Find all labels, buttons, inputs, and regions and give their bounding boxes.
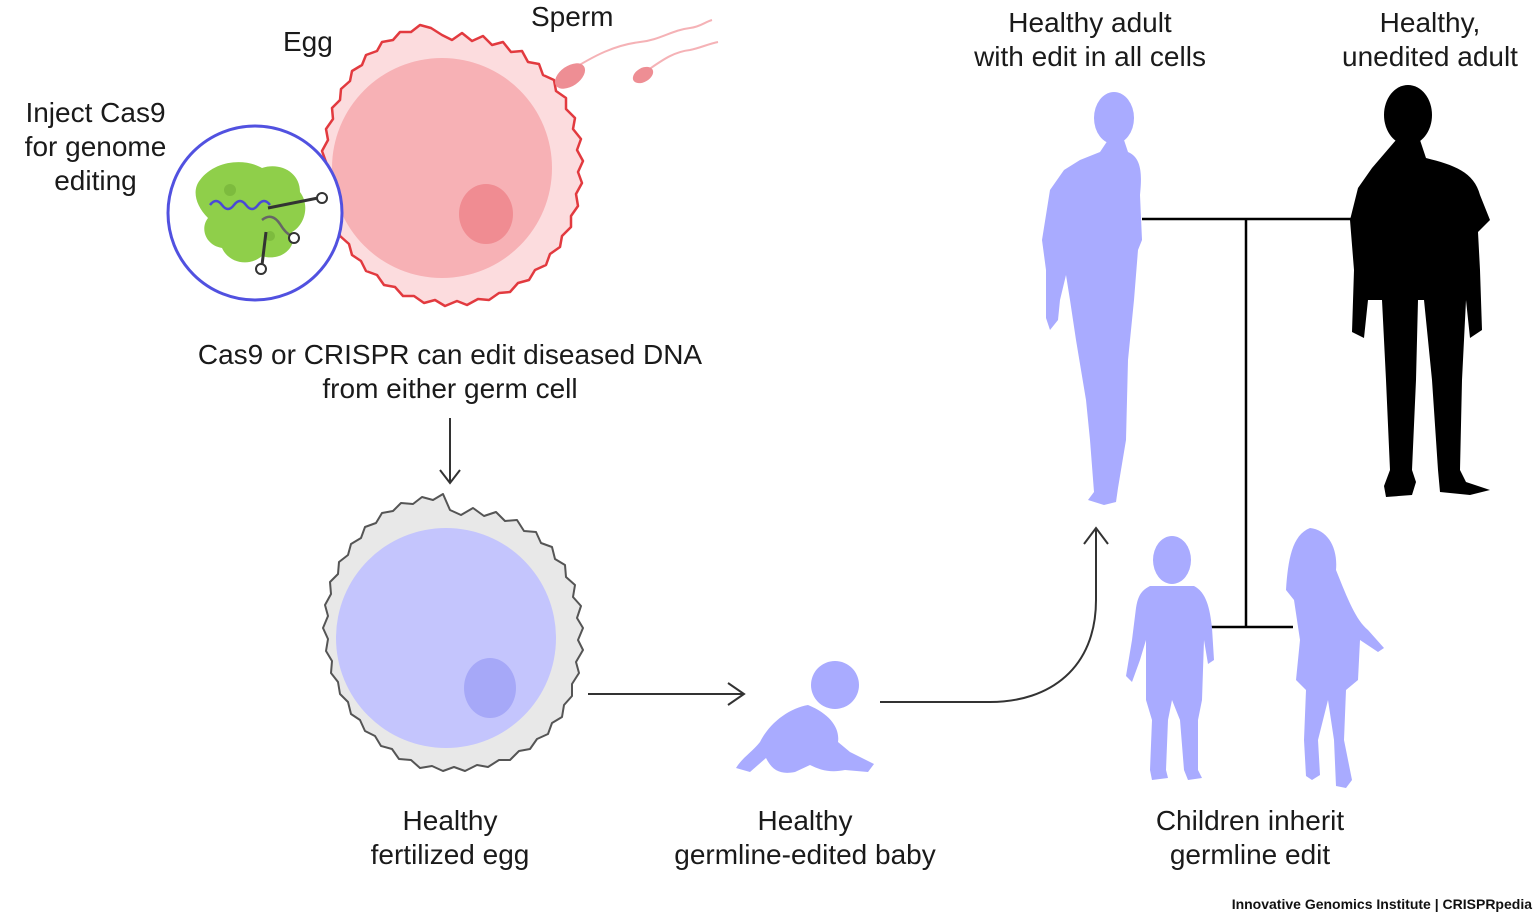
baby-label: Healthy germline-edited baby	[640, 804, 970, 872]
inject-line-3: editing	[54, 165, 137, 196]
crispr-caption-line-1: Cas9 or CRISPR can edit diseased DNA	[197, 339, 703, 370]
girl-silhouette	[1286, 528, 1384, 788]
edited-adult-line-1: Healthy adult	[1008, 7, 1172, 38]
boy-silhouette	[1126, 536, 1214, 780]
edited-adult-silhouette	[1042, 92, 1142, 505]
edited-adult-label: Healthy adult with edit in all cells	[940, 6, 1240, 74]
children-label: Children inherit germline edit	[1120, 804, 1380, 872]
unedited-adult-line-2: unedited adult	[1342, 41, 1518, 72]
egg-label: Egg	[283, 26, 333, 57]
children-line-2: germline edit	[1169, 839, 1331, 870]
fertilized-egg-line-1: Healthy	[402, 805, 498, 836]
edited-adult-line-2: with edit in all cells	[974, 41, 1206, 72]
fertilized-egg-label: Healthy fertilized egg	[330, 804, 570, 872]
fertilized-egg-line-2: fertilized egg	[370, 839, 530, 870]
arrow-down-icon	[439, 418, 461, 485]
arrow-up-icon	[880, 526, 1109, 703]
cas9-injection	[166, 124, 344, 302]
credit-text: Innovative Genomics Institute | CRISPRpe…	[1231, 896, 1532, 912]
fertilized-egg	[322, 493, 584, 772]
sperm-label: Sperm	[531, 1, 614, 32]
unedited-adult-label: Healthy, unedited adult	[1324, 6, 1536, 74]
egg-cell	[320, 23, 585, 308]
unedited-adult-silhouette	[1350, 85, 1490, 497]
inject-line-1: Inject Cas9	[25, 97, 166, 128]
sperm-cells	[554, 19, 719, 89]
baby-silhouette	[736, 661, 874, 773]
inject-cas9-label: Inject Cas9 for genome editing	[8, 96, 183, 198]
crispr-caption: Cas9 or CRISPR can edit diseased DNA fro…	[150, 338, 750, 406]
children-line-1: Children inherit	[1155, 805, 1345, 836]
pedigree-lines	[1142, 217, 1356, 629]
baby-line-2: germline-edited baby	[674, 839, 936, 870]
inject-line-2: for genome	[24, 131, 167, 162]
unedited-adult-line-1: Healthy,	[1379, 7, 1481, 38]
baby-line-1: Healthy	[757, 805, 853, 836]
arrow-right-icon	[588, 682, 746, 706]
crispr-caption-line-2: from either germ cell	[322, 373, 578, 404]
